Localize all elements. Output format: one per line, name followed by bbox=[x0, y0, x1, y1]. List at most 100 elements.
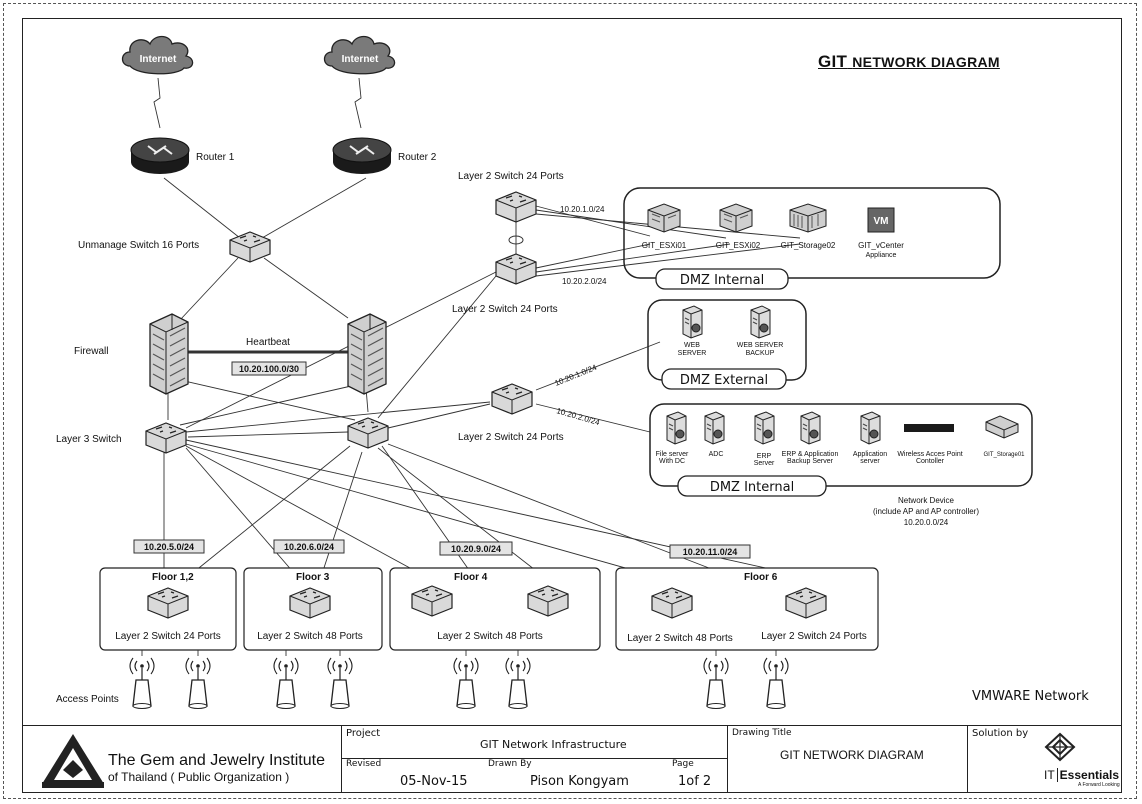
storage-icon bbox=[789, 203, 827, 233]
ap-drop-lines bbox=[141, 650, 777, 656]
floor-subnet: 10.20.11.0/24 bbox=[683, 547, 738, 557]
title-block: The Gem and Jewelry Institute of Thailan… bbox=[22, 725, 1122, 793]
access-point-icon bbox=[129, 657, 155, 710]
floor-name: Floor 1,2 bbox=[152, 572, 194, 583]
solution-brand-essentials: Essentials bbox=[1059, 768, 1120, 782]
it-essentials-logo-icon bbox=[1044, 732, 1076, 762]
server-label: GIT_Storage01 bbox=[983, 452, 1025, 458]
server-label: Wireless Acces Point bbox=[897, 451, 962, 458]
erp-server-icon bbox=[754, 411, 775, 445]
server-label: GIT_Storage02 bbox=[781, 241, 836, 250]
router-2-label: Router 2 bbox=[398, 152, 437, 163]
internet-link-2 bbox=[354, 77, 362, 129]
zone-label: DMZ External bbox=[680, 373, 768, 388]
wireless-ap-controller-icon bbox=[904, 424, 954, 432]
zone-label: DMZ Internal bbox=[710, 480, 794, 495]
dmz-top-switch-2 bbox=[495, 253, 537, 285]
web-server-backup-icon bbox=[750, 305, 771, 339]
application-server-icon bbox=[860, 411, 881, 445]
floor-4-box: Floor 4 Layer 2 Switch 48 Ports bbox=[389, 567, 601, 651]
layer3-switch-2 bbox=[347, 417, 389, 449]
vmware-network-label: VMWARE Network bbox=[972, 689, 1089, 704]
esxi-server-icon bbox=[719, 203, 753, 233]
drawn-by-value: Pison Kongyam bbox=[530, 774, 629, 789]
layer2-switch-mid bbox=[491, 383, 533, 415]
floor-subnet: 10.20.5.0/24 bbox=[144, 542, 194, 552]
page-border bbox=[3, 3, 1137, 799]
floor-3-box: Floor 3 Layer 2 Switch 48 Ports bbox=[243, 567, 383, 651]
dmz-external-subnet: 10.20.1.0/24 bbox=[553, 363, 598, 388]
server-label-line2: BACKUP bbox=[746, 350, 775, 357]
drawing-title-label: Drawing Title bbox=[732, 728, 792, 738]
server-label-sub: Appliance bbox=[866, 252, 897, 259]
server-label: ERP bbox=[757, 453, 772, 460]
floor-switch-label: Layer 2 Switch 24 Ports bbox=[115, 631, 221, 642]
access-points-label: Access Points bbox=[56, 694, 119, 705]
solution-tagline: A Forward Looking bbox=[1078, 782, 1120, 788]
server-label: ERP & Application bbox=[782, 451, 839, 458]
org-name: The Gem and Jewelry Institute bbox=[108, 752, 325, 769]
git-logo-icon bbox=[42, 734, 104, 788]
internet-cloud-2: Internet bbox=[323, 35, 396, 75]
page-label: Page bbox=[672, 759, 694, 769]
erp-backup-server-icon bbox=[800, 411, 821, 445]
floor-name: Floor 3 bbox=[296, 572, 330, 583]
firewall-2 bbox=[347, 313, 387, 395]
switch-stack-link bbox=[508, 235, 524, 245]
svg-text:VM: VM bbox=[874, 216, 889, 227]
firewall-1 bbox=[149, 313, 189, 395]
unmanaged-switch: Unmanage Switch 16 Ports bbox=[78, 231, 271, 263]
cloud-label: Internet bbox=[140, 54, 177, 65]
access-point-icon bbox=[185, 657, 211, 710]
file-server-icon bbox=[666, 411, 687, 445]
drawn-by-label: Drawn By bbox=[488, 759, 532, 769]
firewall-label: Firewall bbox=[74, 346, 108, 357]
server-label-line2: With DC bbox=[659, 458, 685, 465]
access-point-icon bbox=[763, 657, 789, 710]
web-server-icon bbox=[682, 305, 703, 339]
floor-subnet-tag: 10.20.11.0/24 bbox=[669, 544, 751, 559]
esxi-server-icon bbox=[647, 203, 681, 233]
server-label-line2: Server bbox=[754, 460, 775, 467]
server-label: ADC bbox=[709, 451, 724, 458]
dmz-internal2-box bbox=[649, 403, 1033, 487]
floor-switch-label: Layer 2 Switch 24 Ports bbox=[761, 631, 867, 642]
server-label: File server bbox=[656, 451, 689, 458]
floor-name: Floor 4 bbox=[454, 572, 488, 583]
project-value: GIT Network Infrastructure bbox=[480, 738, 627, 751]
solution-brand-it: IT bbox=[1044, 768, 1055, 782]
dmz-internal-top-box bbox=[623, 187, 1001, 279]
floor-1-2-box: Floor 1,2 Layer 2 Switch 24 Ports bbox=[99, 567, 237, 651]
server-label: GIT_vCenter bbox=[858, 241, 904, 250]
server-label: WEB SERVER bbox=[737, 342, 784, 349]
server-label: GIT_ESXi01 bbox=[642, 241, 687, 250]
project-label: Project bbox=[346, 728, 381, 739]
floor-subnet-tag: 10.20.5.0/24 bbox=[133, 539, 205, 554]
floor-6-box: Floor 6 Layer 2 Switch 48 Ports Layer 2 … bbox=[615, 567, 879, 651]
internet-link-1 bbox=[153, 77, 161, 129]
server-label: Application bbox=[853, 451, 887, 458]
network-device-line3: 10.20.0.0/24 bbox=[904, 518, 949, 527]
title-main: GIT bbox=[818, 52, 848, 71]
project-cell: Project GIT Network Infrastructure Revis… bbox=[342, 726, 728, 793]
layer3-switch-1 bbox=[145, 422, 187, 454]
server-label: WEB bbox=[684, 342, 700, 349]
page-value: 1of 2 bbox=[678, 774, 712, 789]
server-label-line2: server bbox=[860, 458, 880, 465]
org-cell: The Gem and Jewelry Institute of Thailan… bbox=[22, 726, 342, 793]
storage-icon bbox=[985, 415, 1019, 439]
access-point-icon bbox=[453, 657, 479, 710]
dmz-top-subnet-2: 10.20.2.0/24 bbox=[562, 277, 607, 286]
access-point-icon bbox=[703, 657, 729, 710]
router-1-label: Router 1 bbox=[196, 152, 235, 163]
access-point-icon bbox=[505, 657, 531, 710]
router-1: Router 1 bbox=[130, 137, 235, 175]
adc-icon bbox=[704, 411, 725, 445]
access-point-icon bbox=[327, 657, 353, 710]
title-rest: NETWORK DIAGRAM bbox=[852, 54, 1000, 70]
heartbeat-label: Heartbeat bbox=[246, 337, 290, 348]
unmanaged-switch-label: Unmanage Switch 16 Ports bbox=[78, 240, 199, 251]
dmz-top-switch-1 bbox=[495, 191, 537, 223]
diagram-title: GIT NETWORK DIAGRAM bbox=[818, 52, 1000, 72]
floor-subnet: 10.20.6.0/24 bbox=[284, 542, 334, 552]
